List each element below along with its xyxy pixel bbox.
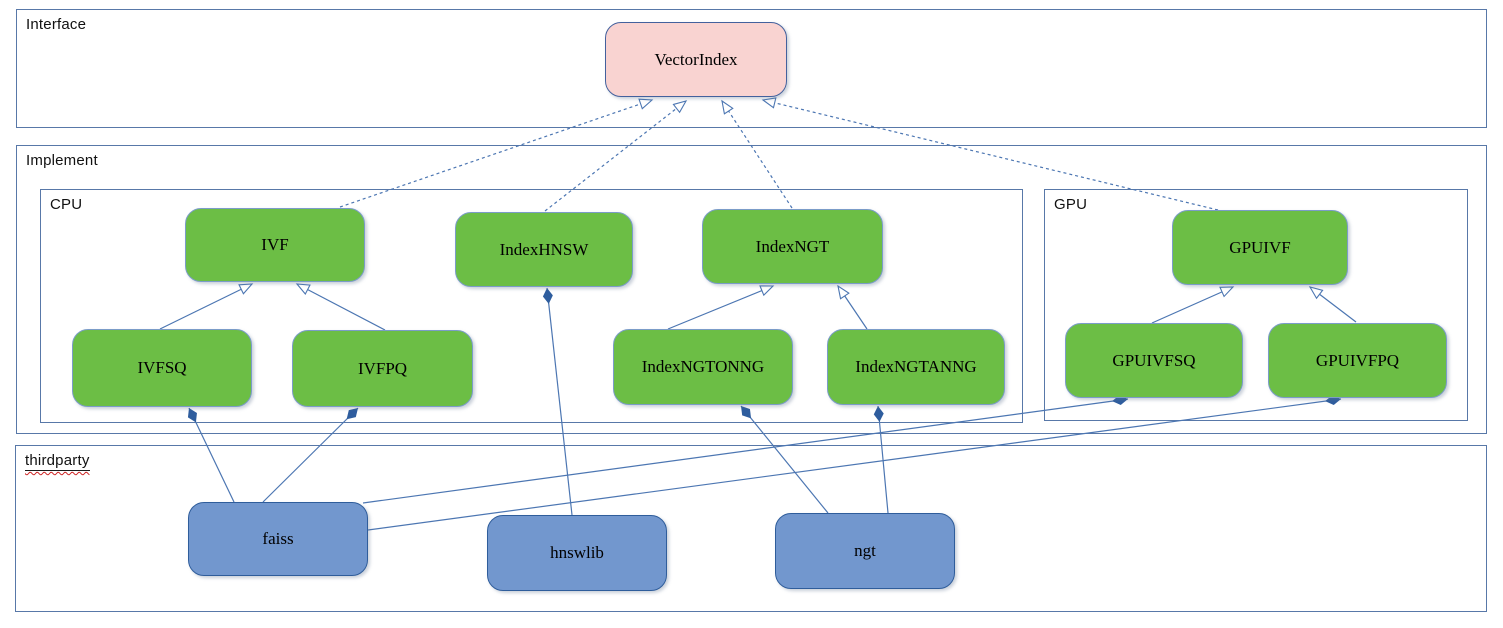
edge-faiss-gpuivfsq-composition: [362, 395, 1129, 504]
edge-ngt-indexngtanng-composition: [873, 405, 889, 514]
edge-ivfsq-ivf-generalization: [159, 283, 254, 330]
edge-hnswlib-indexhnsw-composition: [542, 287, 573, 516]
edge-faiss-gpuivfpq-composition: [367, 395, 1342, 531]
edge-faiss-ivfpq-composition: [262, 407, 359, 503]
section-gpu: GPU: [1044, 189, 1468, 421]
section-cpu: CPU: [40, 189, 1023, 423]
section-gpu-label: GPU: [1054, 196, 1088, 213]
section-thirdparty: thirdparty: [15, 445, 1487, 612]
node-gpuivfsq[interactable]: GPUIVFSQ: [1065, 323, 1243, 398]
node-gpuivf[interactable]: GPUIVF: [1172, 210, 1348, 285]
node-gpuivfpq[interactable]: GPUIVFPQ: [1268, 323, 1447, 398]
node-ngt[interactable]: ngt: [775, 513, 955, 589]
edge-faiss-ivfsq-composition: [187, 407, 235, 503]
section-thirdparty-label: thirdparty: [25, 452, 90, 471]
node-ivfpq[interactable]: IVFPQ: [292, 330, 473, 407]
node-hnswlib[interactable]: hnswlib: [487, 515, 667, 591]
edge-indexngt-vectorindex-realization: [721, 99, 793, 209]
node-indexngtonng[interactable]: IndexNGTONNG: [613, 329, 793, 405]
section-interface-label: Interface: [26, 16, 87, 33]
node-indexngt[interactable]: IndexNGT: [702, 209, 883, 284]
section-cpu-label: CPU: [50, 196, 83, 213]
edge-gpuivf-vectorindex-realization: [761, 97, 1219, 211]
node-indexhnsw[interactable]: IndexHNSW: [455, 212, 633, 287]
node-faiss[interactable]: faiss: [188, 502, 368, 576]
edge-ivf-vectorindex-realization: [339, 98, 654, 208]
section-implement-label: Implement: [26, 152, 98, 169]
node-ivf[interactable]: IVF: [185, 208, 365, 282]
node-indexngtanng[interactable]: IndexNGTANNG: [827, 329, 1005, 405]
edge-indexhnsw-vectorindex-realization: [544, 100, 688, 212]
edge-indexngtanng-indexngt-generalization: [837, 284, 868, 330]
edge-indexngtonng-indexngt-generalization: [667, 285, 775, 330]
edge-gpuivfpq-gpuivf-generalization: [1308, 286, 1357, 323]
node-vectorindex[interactable]: VectorIndex: [605, 22, 787, 97]
node-ivfsq[interactable]: IVFSQ: [72, 329, 252, 407]
edge-gpuivfsq-gpuivf-generalization: [1151, 286, 1235, 324]
section-interface: Interface: [16, 9, 1487, 128]
edge-ngt-indexngtonng-composition: [740, 405, 829, 514]
edge-ivfpq-ivf-generalization: [295, 283, 386, 331]
